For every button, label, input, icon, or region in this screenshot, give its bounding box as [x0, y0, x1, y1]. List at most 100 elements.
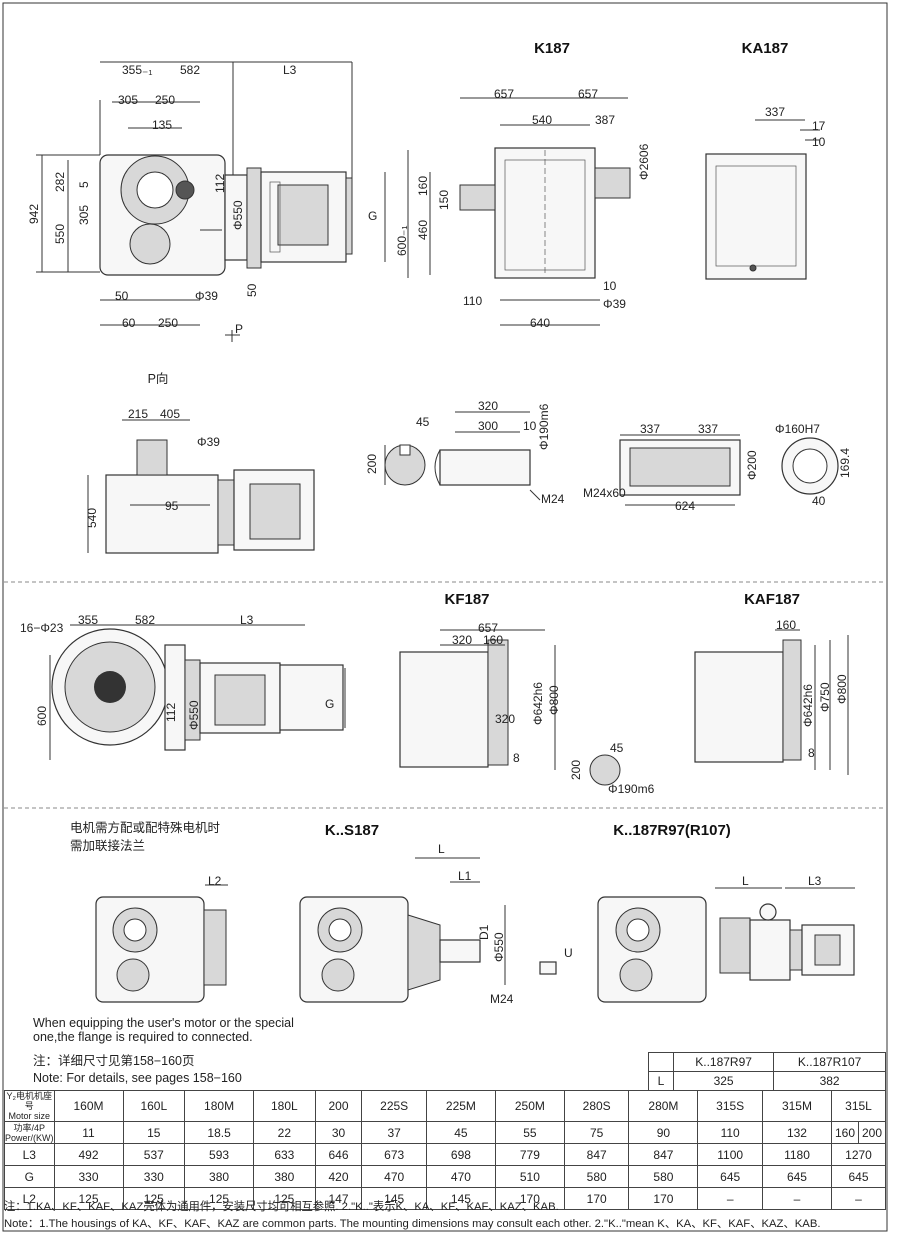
note-detail-en: Note: For details, see pages 158−160	[33, 1071, 242, 1085]
table-cell: 45	[425, 1121, 496, 1144]
dim-600: 600₋₁	[395, 226, 409, 256]
dim-l2: L2	[208, 874, 222, 888]
dim-m24x60: M24x60	[583, 486, 626, 500]
table-row-g: G 330 330 380 380 420 470 470 510 580 58…	[4, 1165, 886, 1188]
note-special-cn-2: 需加联接法兰	[70, 838, 145, 853]
dim-m24: M24	[541, 492, 565, 506]
table-cell: 160L	[122, 1090, 186, 1122]
table-row-motor-size: Y₂电机机座号 Motor size 160M 160L 180M 180L 2…	[4, 1090, 886, 1122]
table-cell: 646	[314, 1143, 363, 1166]
table-cell: 698	[425, 1143, 496, 1166]
dim-phi190m6: Φ190m6	[537, 403, 551, 450]
note-special-en-1: When equipping the user's motor or the s…	[33, 1016, 294, 1030]
ka187-view	[705, 119, 820, 280]
kf187-front-view	[49, 624, 346, 760]
p-arrow-label: P	[235, 322, 243, 336]
table-cell: 180M	[184, 1090, 255, 1122]
header-motor-size: Y₂电机机座号 Motor size	[4, 1090, 55, 1122]
table-cell: 330	[53, 1165, 124, 1188]
dim-phi800: Φ800	[547, 685, 561, 715]
outer-frame	[2, 2, 888, 1232]
l-table-row-label: L	[648, 1071, 674, 1091]
hollow-shaft-detail	[619, 434, 839, 506]
dim-355: 355₋₁	[122, 63, 152, 77]
table-row-l2: L2 125 125 125 125 147 145 145 170 170 1…	[4, 1187, 886, 1210]
table-cell: 470	[425, 1165, 496, 1188]
dim-110: 110	[463, 294, 482, 308]
p-plan-view	[87, 419, 315, 554]
dim-160-kaf: 160	[776, 618, 796, 632]
dim-337-ka: 337	[765, 105, 785, 119]
row-label: L3	[4, 1143, 55, 1166]
table-cell: 315L	[831, 1090, 886, 1122]
p-view-label: P向	[148, 371, 169, 386]
table-cell: 225M	[425, 1090, 496, 1122]
table-cell: 492	[53, 1143, 124, 1166]
table-cell: 145	[425, 1187, 496, 1210]
table-cell: 847	[563, 1143, 630, 1166]
table-cell: 380	[184, 1165, 255, 1188]
dim-g-kf: G	[325, 697, 334, 711]
dim-150: 150	[437, 190, 451, 210]
dim-phi550-ks: Φ550	[492, 932, 506, 962]
table-cell: 1180	[761, 1143, 833, 1166]
dim-250: 250	[155, 93, 175, 107]
dim-337b: 337	[698, 422, 718, 436]
table-cell: 847	[628, 1143, 699, 1166]
l-table-value-r97: 325	[672, 1071, 775, 1091]
dim-337a: 337	[640, 422, 660, 436]
table-row-l3: L3 492 537 593 633 646 673 698 779 847 8…	[4, 1143, 886, 1166]
table-cell: 537	[122, 1143, 186, 1166]
dim-phi190m6-kf: Φ190m6	[608, 782, 655, 796]
dim-95: 95	[165, 499, 179, 513]
table-cell: 170	[628, 1187, 699, 1210]
dim-10-ka: 10	[812, 135, 826, 149]
table-cell: –	[697, 1187, 763, 1210]
dim-phi642h6: Φ642h6	[531, 682, 545, 725]
table-cell: 1270	[831, 1143, 886, 1166]
row-label: L2	[4, 1187, 55, 1210]
dim-l3-kr: L3	[808, 874, 822, 888]
table-cell: 15	[122, 1121, 186, 1144]
shaft-detail	[384, 411, 541, 501]
dim-112: 112	[213, 174, 227, 193]
table-cell: 280S	[563, 1090, 630, 1122]
dim-17: 17	[812, 119, 826, 133]
dim-320: 320	[478, 399, 498, 413]
dim-169-4: 169.4	[838, 448, 852, 478]
dim-phi550-kf: Φ550	[187, 700, 201, 730]
table-cell: 225S	[361, 1090, 427, 1122]
dim-5: 5	[77, 181, 91, 188]
table-cell: 250M	[494, 1090, 565, 1122]
k187-side-view	[407, 97, 631, 326]
title-k187: K187	[534, 40, 570, 57]
table-cell: 75	[563, 1121, 630, 1144]
table-cell: 420	[314, 1165, 363, 1188]
dim-phi200: Φ200	[745, 450, 759, 480]
note-special-en-2: one,the flange is required to connected.	[33, 1030, 253, 1044]
dim-282: 282	[53, 172, 67, 192]
l-table-header-r97: K..187R97	[672, 1052, 775, 1072]
dim-phi160h7: Φ160H7	[775, 422, 820, 436]
dim-60: 60	[122, 316, 136, 330]
dim-50v: 50	[245, 283, 259, 297]
table-cell: 147	[314, 1187, 363, 1210]
dim-582: 582	[180, 63, 200, 77]
table-cell: 645	[761, 1165, 833, 1188]
header-power: 功率/4P Power/(KW)	[4, 1121, 55, 1144]
table-cell: 22	[253, 1121, 316, 1144]
table-cell: 125	[122, 1187, 186, 1210]
table-cell: 55	[494, 1121, 565, 1144]
dim-160-kf: 160	[483, 633, 503, 647]
table-cell: 593	[184, 1143, 255, 1166]
table-cell: 315M	[761, 1090, 833, 1122]
table-cell: 170	[494, 1187, 565, 1210]
dim-355-kf: 355	[78, 613, 98, 627]
l-table-header-r107: K..187R107	[773, 1052, 886, 1072]
dim-657-kf: 657	[478, 621, 498, 635]
table-row-power: 功率/4P Power/(KW) 11 15 18.5 22 30 37 45 …	[4, 1121, 886, 1144]
table-cell: 125	[253, 1187, 316, 1210]
table-cell: 180L	[253, 1090, 316, 1122]
table-cell: 315S	[697, 1090, 763, 1122]
